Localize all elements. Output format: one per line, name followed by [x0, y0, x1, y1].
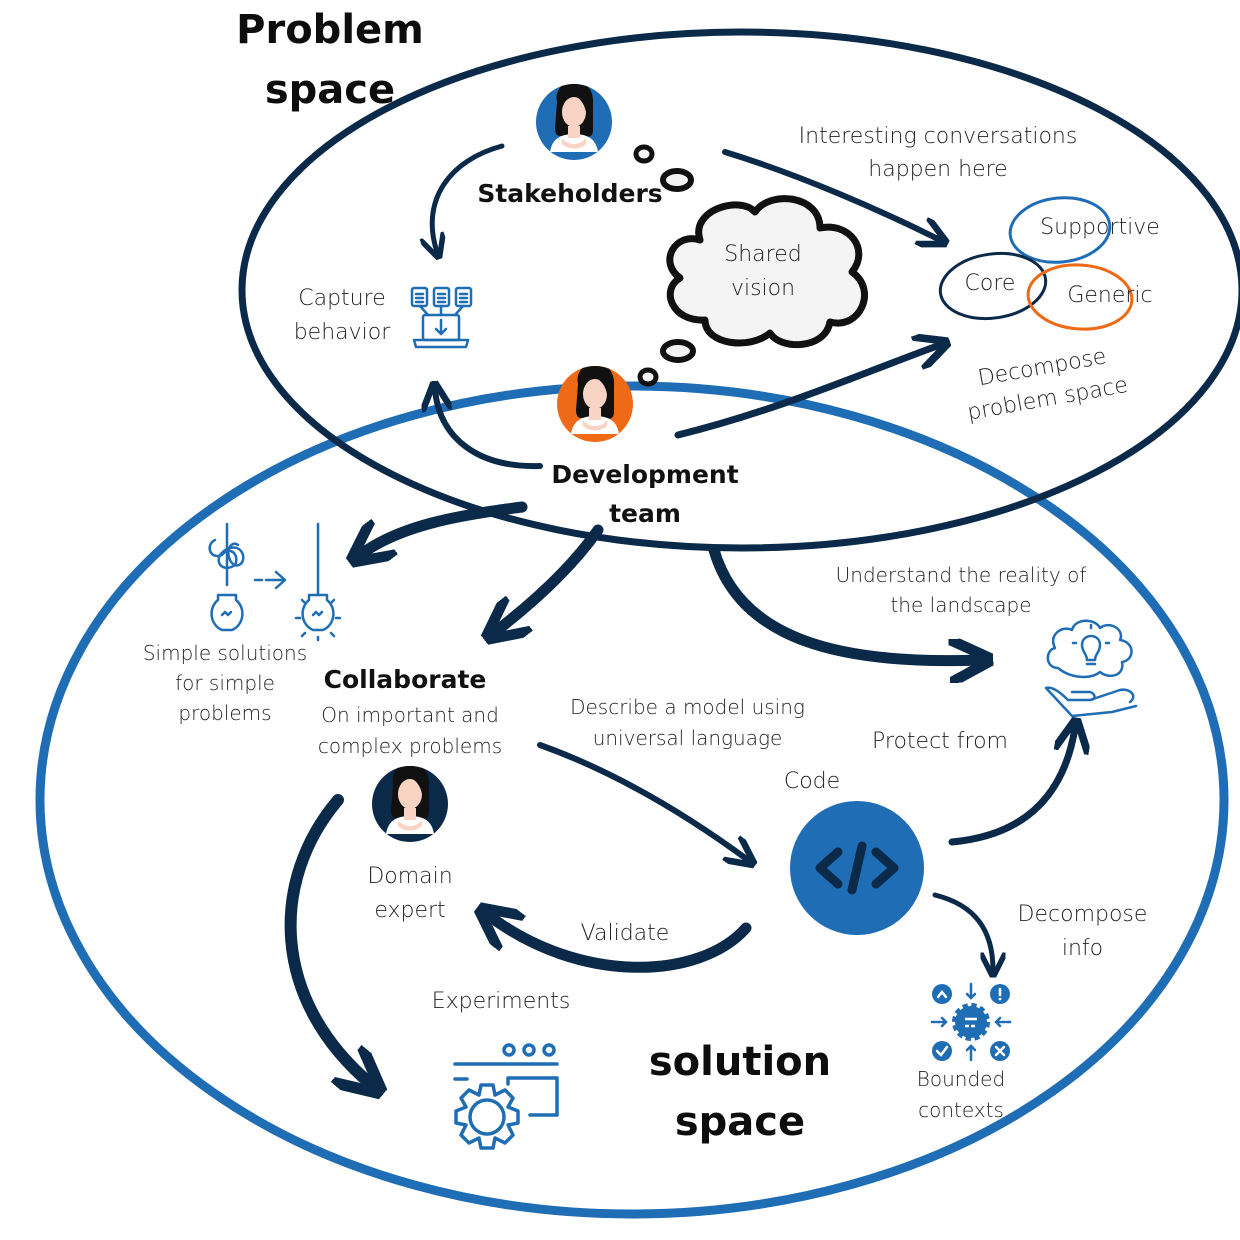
protect-from-note: Protect from: [872, 729, 1008, 754]
thought-cloud-icon: [666, 195, 868, 349]
subdomain-core: Core: [964, 271, 1016, 296]
documents-to-laptop-icon: [410, 286, 473, 349]
understand-landscape-note: Understand the reality of the landscape: [835, 563, 1087, 617]
thought-dot: [660, 339, 696, 363]
code-label: Code: [783, 769, 841, 794]
arrow-devteam-to-capture: [435, 390, 543, 470]
capture-behavior-label: Capture behavior: [293, 286, 391, 346]
shared-vision-label: Shared vision: [724, 242, 802, 302]
problem-space-ellipse: [238, 28, 1240, 552]
arrow-describe-to-code: [537, 742, 748, 860]
arrow-code-to-bounded: [932, 892, 993, 970]
arrow-devteam-to-subdomains: [674, 345, 940, 439]
subdomain-supportive: Supportive: [1040, 215, 1160, 240]
decompose-info-note: Decompose info: [1017, 902, 1148, 962]
arrow-stakeholders-to-capture: [432, 143, 505, 252]
stakeholders-avatar: [536, 84, 612, 160]
thought-dot: [660, 168, 694, 192]
thought-dot: [633, 144, 655, 164]
validate-note: Validate: [580, 921, 670, 946]
collaborate-title: Collaborate: [323, 665, 487, 694]
describe-model-note: Describe a model using universal languag…: [570, 695, 805, 750]
experiments-label: Experiments: [431, 989, 571, 1014]
code-brackets-icon: [790, 801, 924, 935]
subdomain-generic: Generic: [1067, 283, 1153, 308]
gear-hub-icon: [930, 982, 1012, 1062]
arrow-code-to-landscape: [948, 728, 1075, 846]
arrow-stakeholders-to-subdomains: [722, 149, 940, 240]
generic-ring: [1026, 263, 1134, 331]
collaborate-note: On important and complex problems: [317, 703, 503, 758]
development-team-avatar: [557, 366, 633, 442]
arrow-devteam-to-collaborate: [495, 524, 604, 632]
development-team-label: Development team: [551, 460, 739, 528]
problem-space-title: Problem space: [236, 7, 424, 113]
solution-space-ellipse: [35, 381, 1229, 1219]
gear-window-icon: [453, 1043, 559, 1150]
interesting-conversations-note: Interesting conversations happen here: [798, 124, 1078, 182]
solution-space-title: solution space: [648, 1039, 832, 1145]
supportive-ring: [1008, 196, 1112, 264]
brain-in-hand-icon: [1044, 619, 1138, 718]
arrow-devteam-to-simple: [360, 501, 528, 555]
tangled-to-lit-bulb-icon: [208, 522, 342, 642]
arrow-validate: [488, 915, 752, 973]
core-ring: [938, 251, 1048, 321]
stakeholders-label: Stakeholders: [477, 179, 663, 208]
arrow-devteam-to-landscape: [708, 544, 980, 661]
simple-solutions-label: Simple solutions for simple problems: [142, 641, 308, 725]
bounded-contexts-label: Bounded contexts: [916, 1067, 1006, 1122]
domain-expert-avatar: [372, 766, 448, 842]
arrow-domain-to-experiments: [284, 794, 372, 1085]
thought-dot: [637, 367, 659, 387]
domain-expert-label: Domain expert: [367, 864, 453, 924]
